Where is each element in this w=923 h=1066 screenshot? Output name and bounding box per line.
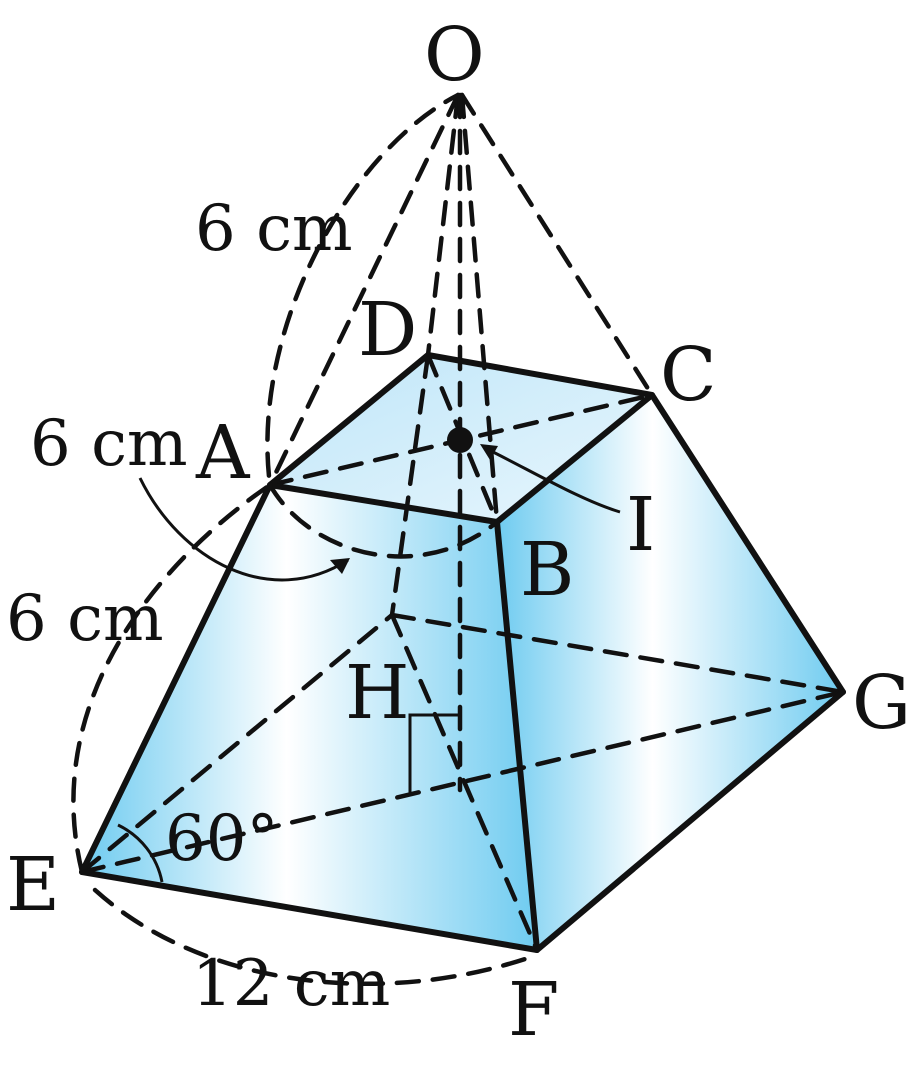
right-face <box>497 395 843 950</box>
measure-top-edge: 6 cm <box>30 407 188 481</box>
measure-bottom-edge: 12 cm <box>192 947 390 1021</box>
label-h: H <box>345 650 410 736</box>
label-i: I <box>626 482 655 568</box>
label-o: O <box>424 12 485 98</box>
pointer-arrowhead <box>330 558 350 574</box>
point-i-dot <box>447 427 473 453</box>
measure-slant-upper: 6 cm <box>195 192 353 266</box>
angle-arc <box>117 823 164 883</box>
label-e: E <box>6 842 60 928</box>
label-f: F <box>508 967 559 1053</box>
label-b: B <box>520 527 574 613</box>
right-angle-marker <box>408 713 460 795</box>
label-c: C <box>660 332 717 418</box>
label-a: A <box>195 410 251 496</box>
measure-slant-lower: 6 cm <box>6 582 164 656</box>
visible-edges <box>79 352 846 953</box>
front-face <box>82 485 537 950</box>
hidden-lines <box>71 92 846 987</box>
i-pointer-arrowhead <box>480 444 498 460</box>
label-g: G <box>852 660 911 746</box>
measure-angle: 60° <box>165 802 278 876</box>
label-d: D <box>358 287 417 373</box>
i-pointer-arrow <box>484 446 621 514</box>
